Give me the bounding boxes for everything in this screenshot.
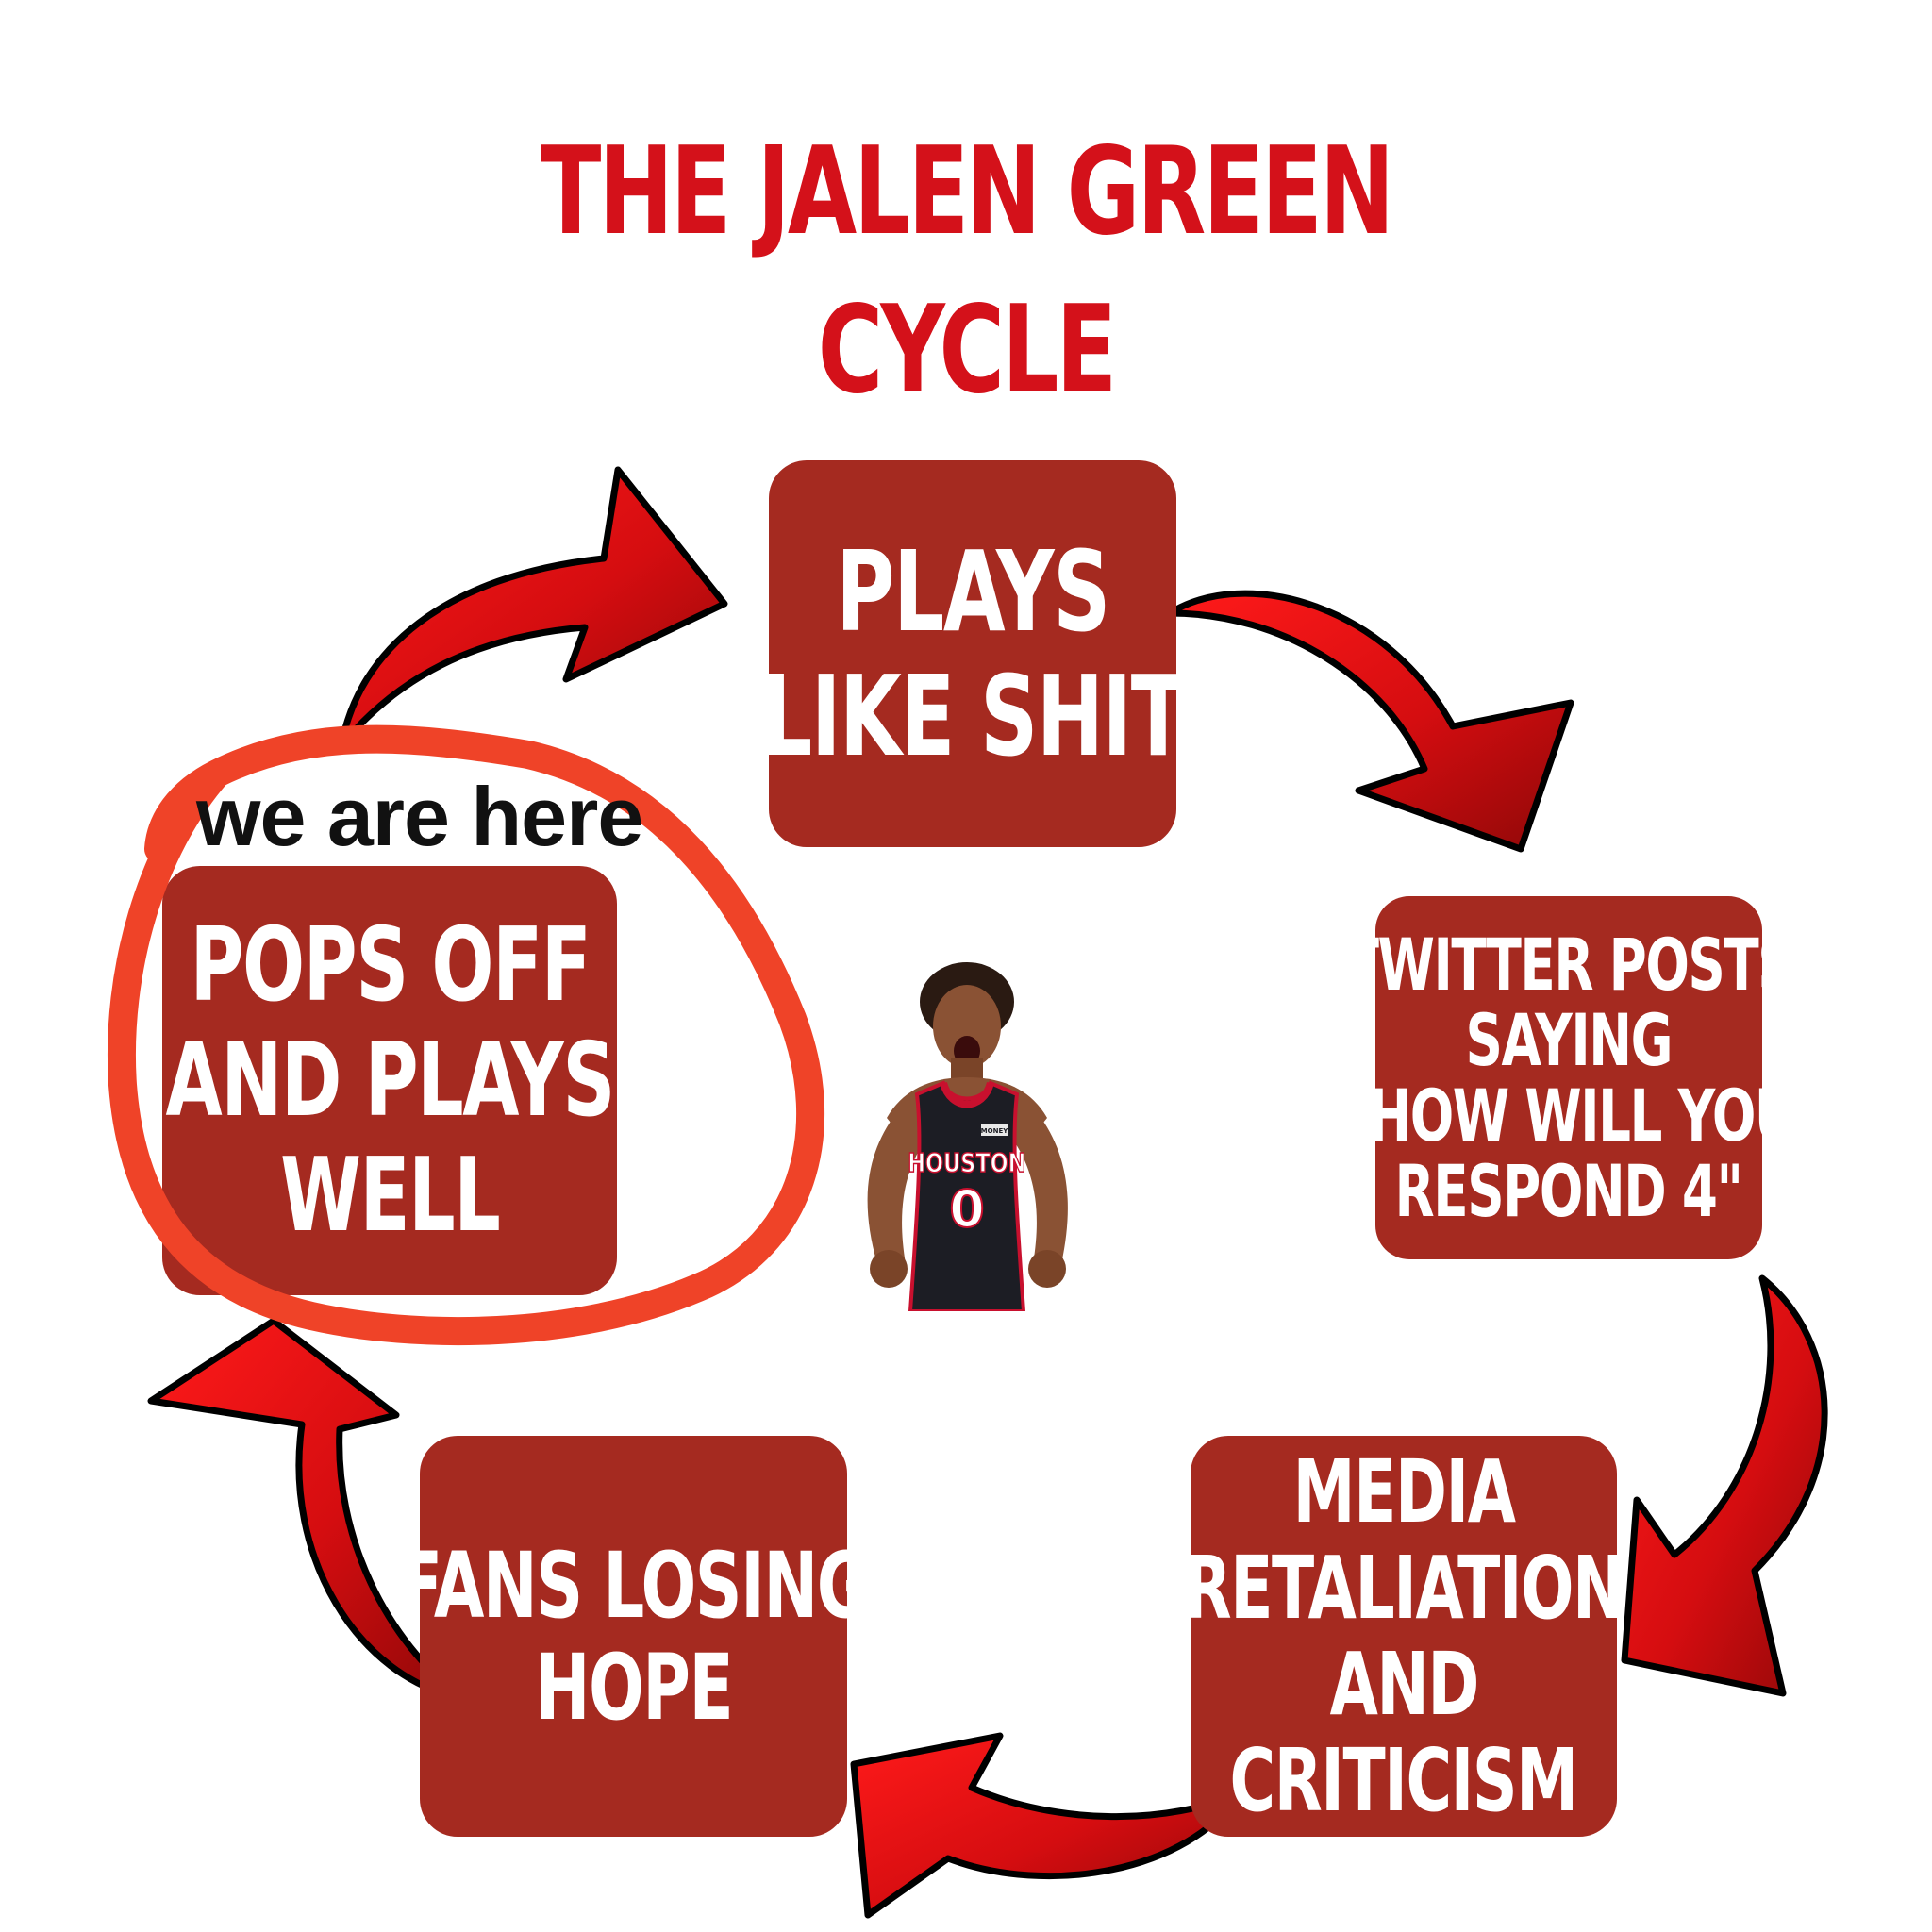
step-text: AND PLAYS (165, 1021, 615, 1140)
jersey-patch (981, 1124, 1008, 1136)
step-text: TWITTER POSTS (1343, 922, 1795, 1007)
player-left-arm (867, 1113, 924, 1264)
step-box-pops: POPS OFF AND PLAYS WELL (162, 866, 617, 1295)
step-text: RESPOND 4" (1395, 1148, 1743, 1233)
step-text: WELL (279, 1136, 501, 1255)
step-text: "HOW WILL YOU (1342, 1073, 1796, 1158)
title-line-1: THE JALEN GREEN (540, 122, 1394, 262)
player-left-fist (870, 1250, 908, 1288)
page-title: THE JALEN GREEN CYCLE (251, 113, 1681, 430)
player-head (933, 985, 1001, 1068)
arrow-pops-to-plays (338, 466, 728, 749)
arrow-plays-to-twitter (1166, 590, 1574, 853)
step-text: FANS LOSING (397, 1532, 870, 1639)
step-text: AND (1329, 1633, 1479, 1735)
step-box-media: MEDIA RETALIATION AND CRITICISM (1184, 1436, 1625, 1837)
step-text: POPS OFF (190, 906, 591, 1024)
jersey-patch-text: MONEY (981, 1127, 1009, 1135)
jersey-collar (940, 1081, 994, 1108)
step-text: LIKE SHIT (760, 651, 1186, 781)
step-text: RETALIATION (1183, 1537, 1625, 1639)
arrow-media-to-fans (850, 1732, 1244, 1919)
step-box-twitter: TWITTER POSTS SAYING "HOW WILL YOU RESPO… (1342, 896, 1796, 1259)
jersey-number-text: 0 (949, 1179, 985, 1239)
box-twitter-bg (1375, 896, 1762, 1259)
step-box-fans: FANS LOSING HOPE (398, 1436, 870, 1837)
arrow-fans-to-pops (147, 1317, 466, 1702)
step-text: MEDIA (1292, 1441, 1516, 1542)
player-right-arm (1014, 1113, 1068, 1264)
step-text: SAYING (1465, 997, 1674, 1082)
annotation-label: we are here (196, 770, 643, 863)
arrow-twitter-to-media (1621, 1274, 1828, 1697)
box-fans-bg (420, 1436, 847, 1837)
player-jersey (908, 1080, 1026, 1311)
player-right-fist (1028, 1250, 1066, 1288)
step-box-plays: PLAYS LIKE SHIT (761, 460, 1186, 847)
box-media-bg (1191, 1436, 1617, 1837)
box-plays-bg (769, 460, 1176, 847)
step-text: HOPE (535, 1634, 733, 1740)
step-text: CRITICISM (1229, 1729, 1578, 1831)
basketball-player-icon: MONEY HOUSTON 0 (867, 962, 1068, 1311)
title-line-2: CYCLE (817, 280, 1117, 421)
step-text: PLAYS (836, 526, 1110, 657)
jersey-team-text: HOUSTON (908, 1146, 1025, 1177)
